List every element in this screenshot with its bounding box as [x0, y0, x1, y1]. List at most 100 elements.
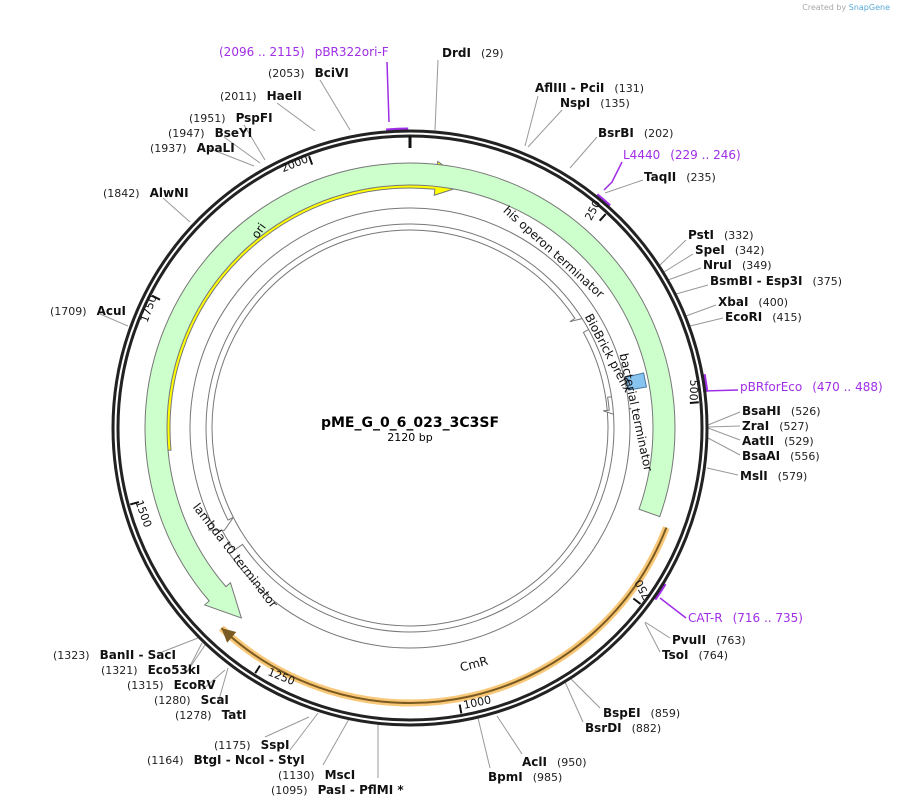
tick-label-500: 500	[687, 379, 701, 400]
enzyme-name: BsmBI - Esp3I	[710, 274, 802, 288]
enzyme-position: (526)	[791, 405, 821, 418]
enzyme-label[interactable]: BsrDI(882)	[585, 721, 661, 735]
enzyme-label[interactable]: (1315)EcoRV	[127, 678, 216, 692]
primer-label-CAT-R[interactable]: CAT-R(716 .. 735)	[688, 611, 803, 625]
enzyme-name: TsoI	[662, 648, 688, 662]
enzyme-site-line	[477, 717, 491, 769]
enzyme-position: (579)	[778, 470, 808, 483]
enzyme-site-line	[706, 467, 739, 476]
feature-biobrick-prefix[interactable]	[625, 372, 648, 391]
primer-label-pBR322ori-F[interactable]: (2096 .. 2115) pBR322ori-F	[219, 45, 389, 59]
enzyme-label[interactable]: (1278)TatI	[175, 708, 247, 722]
enzyme-label[interactable]: (1321)Eco53kI	[101, 663, 200, 677]
enzyme-label[interactable]: PstI(332)	[688, 228, 754, 242]
primer-binding-mark	[653, 583, 667, 601]
enzyme-label[interactable]: NspI(135)	[560, 96, 630, 110]
enzyme-label[interactable]: PvuII(763)	[672, 633, 746, 647]
feature-cmr-arrow[interactable]	[144, 162, 676, 619]
enzyme-label[interactable]: TsoI(764)	[662, 648, 728, 662]
enzyme-label[interactable]: (1280)ScaI	[154, 693, 229, 707]
enzyme-site-line	[276, 102, 316, 132]
enzyme-label[interactable]: SpeI(342)	[695, 243, 764, 257]
enzyme-label[interactable]: (1951)PspFI	[189, 111, 273, 125]
enzyme-label[interactable]: AatII(529)	[742, 434, 814, 448]
enzyme-label[interactable]: ZraI (527)	[742, 419, 809, 433]
enzyme-label[interactable]: MslI (579)	[740, 469, 807, 483]
enzyme-label[interactable]: (1175)SspI	[214, 738, 289, 752]
enzyme-position: (415)	[772, 311, 802, 324]
enzyme-label[interactable]: NruI(349)	[703, 258, 772, 272]
enzyme-site-line	[264, 716, 310, 738]
enzyme-label[interactable]: AclI(950)	[522, 755, 587, 769]
enzyme-site-line	[186, 642, 203, 673]
enzyme-name: ApaLI	[197, 141, 235, 155]
enzyme-label[interactable]: (2011)HaeII	[220, 89, 302, 103]
enzyme-position: (1947)	[168, 127, 205, 140]
tick-label-1750: 1750	[138, 293, 160, 324]
enzyme-position: (235)	[686, 171, 716, 184]
enzyme-label[interactable]: EcoRI (415)	[725, 310, 802, 324]
primer-label-L4440[interactable]: L4440(229 .. 246)	[623, 148, 741, 162]
enzyme-site-line	[644, 621, 671, 639]
enzyme-label[interactable]: BsaAI(556)	[742, 449, 820, 463]
enzyme-label[interactable]: (1323)BanII - SacI	[53, 648, 176, 662]
enzyme-name: PvuII	[672, 633, 706, 647]
enzyme-site-line	[223, 136, 261, 164]
enzyme-label[interactable]: DrdI(29)	[442, 46, 504, 60]
enzyme-label[interactable]: BsaHI (526)	[742, 404, 821, 418]
enzyme-name: BciVI	[315, 66, 349, 80]
feature-lambda-t0-terminator[interactable]	[189, 207, 631, 649]
enzyme-site-line	[689, 317, 724, 327]
enzyme-position: (527)	[779, 420, 809, 433]
enzyme-label[interactable]: (1095)PasI - PflMI *	[271, 783, 404, 797]
enzyme-name: EcoRI	[725, 310, 762, 324]
enzyme-label[interactable]: XbaI(400)	[718, 295, 788, 309]
enzyme-position: (375)	[812, 275, 842, 288]
tick-mark	[598, 213, 607, 222]
enzyme-name: NspI	[560, 96, 590, 110]
enzyme-label[interactable]: (1947)BseYI	[168, 126, 252, 140]
enzyme-site-line	[207, 147, 255, 167]
enzyme-position: (529)	[784, 435, 814, 448]
enzyme-label[interactable]: (2053)BciVI	[268, 66, 349, 80]
enzyme-site-line	[667, 267, 702, 281]
enzyme-label[interactable]: (1130)MscI	[278, 768, 355, 782]
enzyme-site-line	[322, 718, 350, 766]
enzyme-name: SpeI	[695, 243, 725, 257]
enzyme-position: (556)	[790, 450, 820, 463]
enzyme-label[interactable]: BpmI(985)	[488, 770, 562, 784]
enzyme-label[interactable]: (1164)BtgI - NcoI - StyI	[147, 753, 305, 767]
enzyme-name: ZraI	[742, 419, 769, 433]
enzyme-position: (1095)	[271, 784, 308, 797]
cat-arrowhead	[221, 628, 237, 643]
enzyme-name: PstI	[688, 228, 714, 242]
enzyme-position: (2011)	[220, 90, 257, 103]
enzyme-position: (131)	[614, 82, 644, 95]
enzyme-site-line	[707, 411, 741, 426]
enzyme-name: BsrBI	[598, 126, 634, 140]
enzyme-name: BsaHI	[742, 404, 781, 418]
tick-mark	[632, 597, 642, 605]
enzyme-position: (1951)	[189, 112, 226, 125]
enzyme-site-line	[217, 667, 229, 704]
enzyme-label[interactable]: TaqII(235)	[644, 170, 716, 184]
primer-line	[386, 61, 390, 123]
enzyme-site-line	[161, 637, 199, 653]
enzyme-label[interactable]: BsmBI - Esp3I (375)	[710, 274, 842, 288]
primer-label-pBRforEco[interactable]: pBRforEco(470 .. 488)	[740, 380, 883, 394]
enzyme-label[interactable]: BspEI(859)	[603, 706, 680, 720]
enzyme-name: AlwNI	[150, 186, 189, 200]
enzyme-label[interactable]: BsrBI(202)	[598, 126, 673, 140]
enzyme-label[interactable]: (1937)ApaLI	[150, 141, 235, 155]
enzyme-label[interactable]: (1709)AcuI	[50, 304, 126, 318]
primer-name: CAT-R	[688, 611, 723, 625]
enzyme-position: (1280)	[154, 694, 191, 707]
primer-range: (2096 .. 2115)	[219, 45, 305, 59]
primer-name: pBR322ori-F	[315, 45, 389, 59]
enzyme-name: MslI	[740, 469, 768, 483]
enzyme-site-line	[496, 715, 523, 755]
enzyme-name: AclI	[522, 755, 547, 769]
enzyme-label[interactable]: (1842)AlwNI	[103, 186, 189, 200]
enzyme-name: SspI	[261, 738, 290, 752]
enzyme-label[interactable]: AflIII - PciI(131)	[535, 81, 644, 95]
